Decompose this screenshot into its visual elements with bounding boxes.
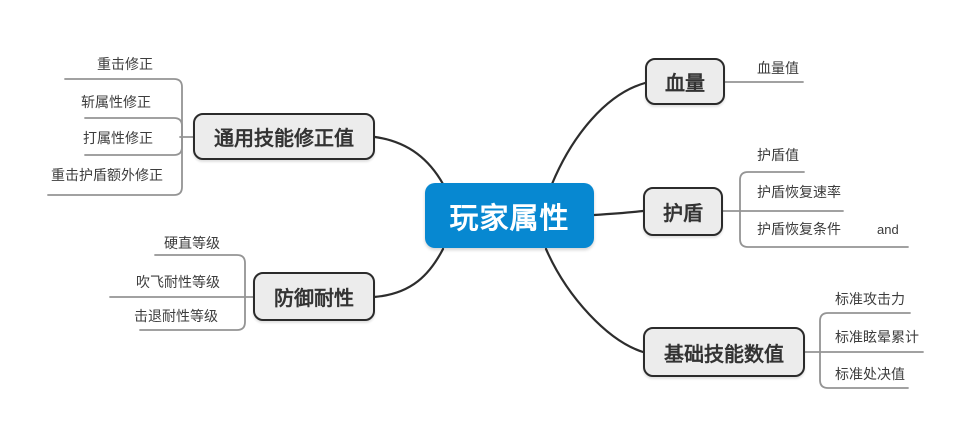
tree-line-hitstun-level — [154, 254, 246, 298]
subtopic-std-stun-accumulation[interactable]: 标准眩晕累计 — [835, 329, 919, 345]
topic-universal-skill-modifier-label: 通用技能修正值 — [214, 128, 354, 150]
subtopic-std-attack-power[interactable]: 标准攻击力 — [835, 291, 905, 307]
subtopic-heavy-hit-modifier[interactable]: 重击修正 — [97, 56, 153, 72]
central-topic-label: 玩家属性 — [449, 202, 570, 235]
topic-shield[interactable]: 护盾 — [643, 187, 723, 236]
topic-base-skill-values-label: 基础技能数值 — [664, 343, 784, 366]
tree-line-knockback-resist-level — [139, 296, 246, 331]
tree-line-std-attack-power — [819, 312, 911, 353]
tree-line-shield-value — [739, 171, 805, 212]
subtopic-shield-regen-condition[interactable]: 护盾恢复条件 — [757, 221, 841, 237]
central-topic[interactable]: 玩家属性 — [425, 183, 594, 248]
subtopic-strike-attr-modifier[interactable]: 打属性修正 — [83, 130, 153, 146]
topic-shield-label: 护盾 — [663, 203, 703, 225]
subtopic-launch-resist-level[interactable]: 吹飞耐性等级 — [136, 274, 220, 290]
subtopic-std-execution-value[interactable]: 标准处决值 — [835, 366, 905, 382]
tree-line-slash-attr-modifier — [84, 117, 183, 138]
subtopic-slash-attr-modifier[interactable]: 斩属性修正 — [81, 94, 151, 110]
tree-line-shield-regen-condition — [739, 210, 909, 248]
subtopic-shield-regen-rate[interactable]: 护盾恢复速率 — [757, 184, 841, 200]
label-and[interactable]: and — [877, 222, 899, 237]
subtopic-health-value[interactable]: 血量值 — [757, 60, 799, 76]
topic-health[interactable]: 血量 — [645, 58, 725, 105]
subtopic-shield-value[interactable]: 护盾值 — [757, 147, 799, 163]
topic-defense-resistance[interactable]: 防御耐性 — [253, 272, 375, 321]
topic-health-label: 血量 — [665, 73, 705, 95]
curve-central-to-health — [550, 81, 647, 186]
curve-central-to-defense-resistance — [372, 247, 445, 299]
curve-central-to-base-skill-values — [544, 247, 645, 354]
tree-line-heavy-hit-modifier — [64, 78, 183, 138]
subtopic-knockback-resist-level[interactable]: 击退耐性等级 — [134, 308, 218, 324]
subtopic-heavy-shield-extra-modifier[interactable]: 重击护盾额外修正 — [51, 167, 163, 183]
tree-line-std-execution-value — [819, 351, 909, 389]
topic-base-skill-values[interactable]: 基础技能数值 — [643, 327, 805, 377]
curve-central-to-shield — [592, 209, 645, 217]
topic-defense-resistance-label: 防御耐性 — [274, 288, 354, 310]
tree-line-heavy-shield-extra-modifier — [47, 136, 183, 196]
curve-central-to-universal-skill-modifier — [373, 135, 445, 186]
subtopic-hitstun-level[interactable]: 硬直等级 — [164, 235, 220, 251]
topic-universal-skill-modifier[interactable]: 通用技能修正值 — [193, 113, 375, 160]
